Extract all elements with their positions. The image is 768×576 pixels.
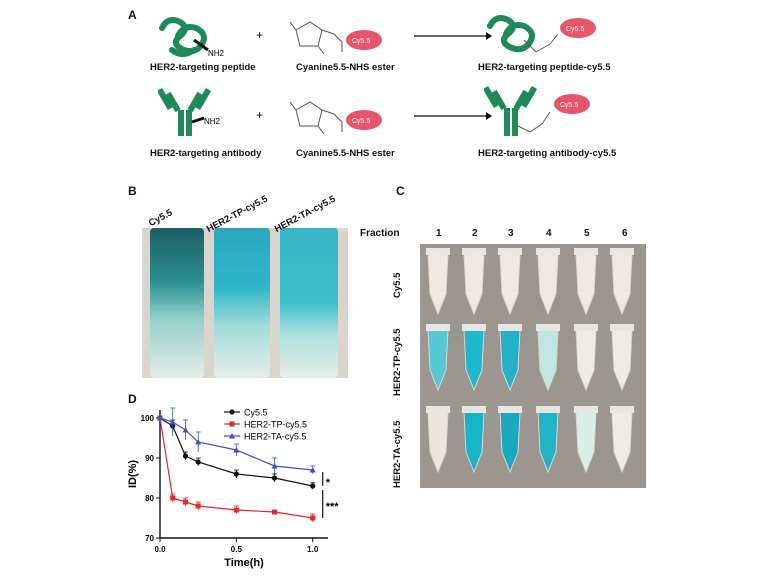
y-tick-label: 80	[145, 494, 154, 503]
legend-label: Cy5.5	[244, 408, 268, 418]
data-point	[310, 515, 316, 521]
data-point	[309, 467, 316, 473]
tube-cap	[610, 406, 634, 413]
tube-cap	[498, 406, 522, 413]
legend-marker	[229, 433, 235, 439]
data-point	[195, 459, 201, 465]
tube-cap	[462, 248, 486, 255]
nh2-label: NH2	[208, 49, 225, 58]
tube-cap	[574, 324, 598, 331]
x-axis-label: Time(h)	[224, 557, 264, 569]
tube-cap	[574, 248, 598, 255]
tp-column	[214, 228, 270, 378]
tube-cap	[426, 406, 450, 413]
data-point	[310, 483, 316, 489]
antibody-product-label: HER2-targeting antibody-cy5.5	[478, 148, 617, 159]
ta-column	[280, 228, 338, 378]
antibody-label: HER2-targeting antibody	[150, 148, 262, 159]
fraction-5: 5	[584, 228, 590, 239]
peptide-label: HER2-targeting peptide	[150, 62, 256, 73]
row-label-cy55: Cy5.5	[392, 272, 403, 298]
row-label-tp: HER2-TP-cy5.5	[392, 328, 403, 396]
data-point	[271, 463, 278, 469]
data-point	[157, 415, 163, 421]
fraction-3: 3	[508, 228, 514, 239]
significance-label: ***	[326, 501, 340, 513]
dye-label-2: Cy5.5	[352, 118, 370, 125]
data-point	[271, 475, 278, 481]
tube-cap	[536, 324, 560, 331]
data-point	[182, 453, 189, 459]
row-label-ta: HER2-TA-cy5.5	[392, 420, 403, 488]
data-point	[182, 427, 189, 433]
tube-cap	[462, 324, 486, 331]
legend-marker	[229, 421, 235, 427]
y-axis-label: ID(%)	[127, 460, 139, 488]
reaction-arrow-2	[414, 112, 492, 120]
tube-cap	[498, 248, 522, 255]
data-point	[233, 507, 239, 513]
fraction-1: 1	[436, 228, 442, 239]
significance-label: *	[326, 477, 331, 489]
data-point	[233, 471, 239, 477]
nhs-ester-label-1: Cyanine5.5-NHS ester	[296, 62, 395, 73]
panel-c-letter: C	[396, 184, 405, 198]
panel-a-letter: A	[128, 8, 137, 22]
fraction-label: Fraction	[360, 228, 400, 239]
x-tick-label: 1.0	[307, 545, 319, 554]
peptide-product-icon: Cy5.5	[487, 15, 596, 53]
legend-label: HER2-TP-cy5.5	[244, 420, 307, 430]
column-photo	[142, 228, 348, 378]
plus-sign-2: +	[256, 108, 264, 122]
data-point	[272, 509, 278, 515]
data-point	[195, 439, 202, 445]
tube-cap	[536, 248, 560, 255]
antibody-product-icon: Cy5.5	[484, 85, 590, 136]
nh2-label-2: NH2	[204, 117, 221, 126]
tube-cap	[610, 324, 634, 331]
tube-cap	[462, 406, 486, 413]
plus-sign: +	[256, 28, 264, 42]
fraction-6: 6	[622, 228, 628, 239]
data-point	[183, 499, 189, 505]
dye-label: Cy5.5	[352, 38, 370, 45]
nhs-ester-label-2: Cyanine5.5-NHS ester	[296, 148, 395, 159]
tube-cap	[536, 406, 560, 413]
tube-cap	[426, 324, 450, 331]
tube-cap	[426, 248, 450, 255]
x-tick-label: 0.5	[231, 545, 243, 554]
nhs-ester-icon-2: Cy5.5	[289, 101, 382, 135]
data-point	[233, 447, 240, 453]
data-point	[170, 495, 176, 501]
antibody-icon: NH2	[158, 87, 221, 136]
legend-label: HER2-TA-cy5.5	[244, 432, 306, 442]
tube-cap	[574, 406, 598, 413]
legend-marker	[229, 409, 235, 415]
reaction-arrow-1	[414, 32, 492, 40]
dye-label-product: Cy5.5	[566, 26, 584, 33]
panel-d-letter: D	[128, 392, 137, 406]
y-tick-label: 90	[145, 454, 154, 463]
y-tick-label: 100	[141, 414, 155, 423]
fraction-4: 4	[546, 228, 552, 239]
data-point	[169, 419, 176, 425]
cy55-column	[150, 228, 204, 378]
nhs-ester-icon: Cy5.5	[289, 21, 382, 55]
data-point	[195, 503, 201, 509]
y-tick-label: 70	[145, 534, 154, 543]
tube-photo	[420, 244, 646, 488]
tube-cap	[610, 248, 634, 255]
x-tick-label: 0.0	[154, 545, 166, 554]
panel-b-letter: B	[128, 184, 137, 198]
peptide-product-label: HER2-targeting peptide-cy5.5	[478, 62, 611, 73]
peptide-icon: NH2	[159, 17, 225, 58]
fraction-2: 2	[472, 228, 478, 239]
column-label-cy55: Cy5.5	[146, 207, 175, 229]
tube-cap	[498, 324, 522, 331]
dye-label-product-2: Cy5.5	[560, 102, 578, 109]
